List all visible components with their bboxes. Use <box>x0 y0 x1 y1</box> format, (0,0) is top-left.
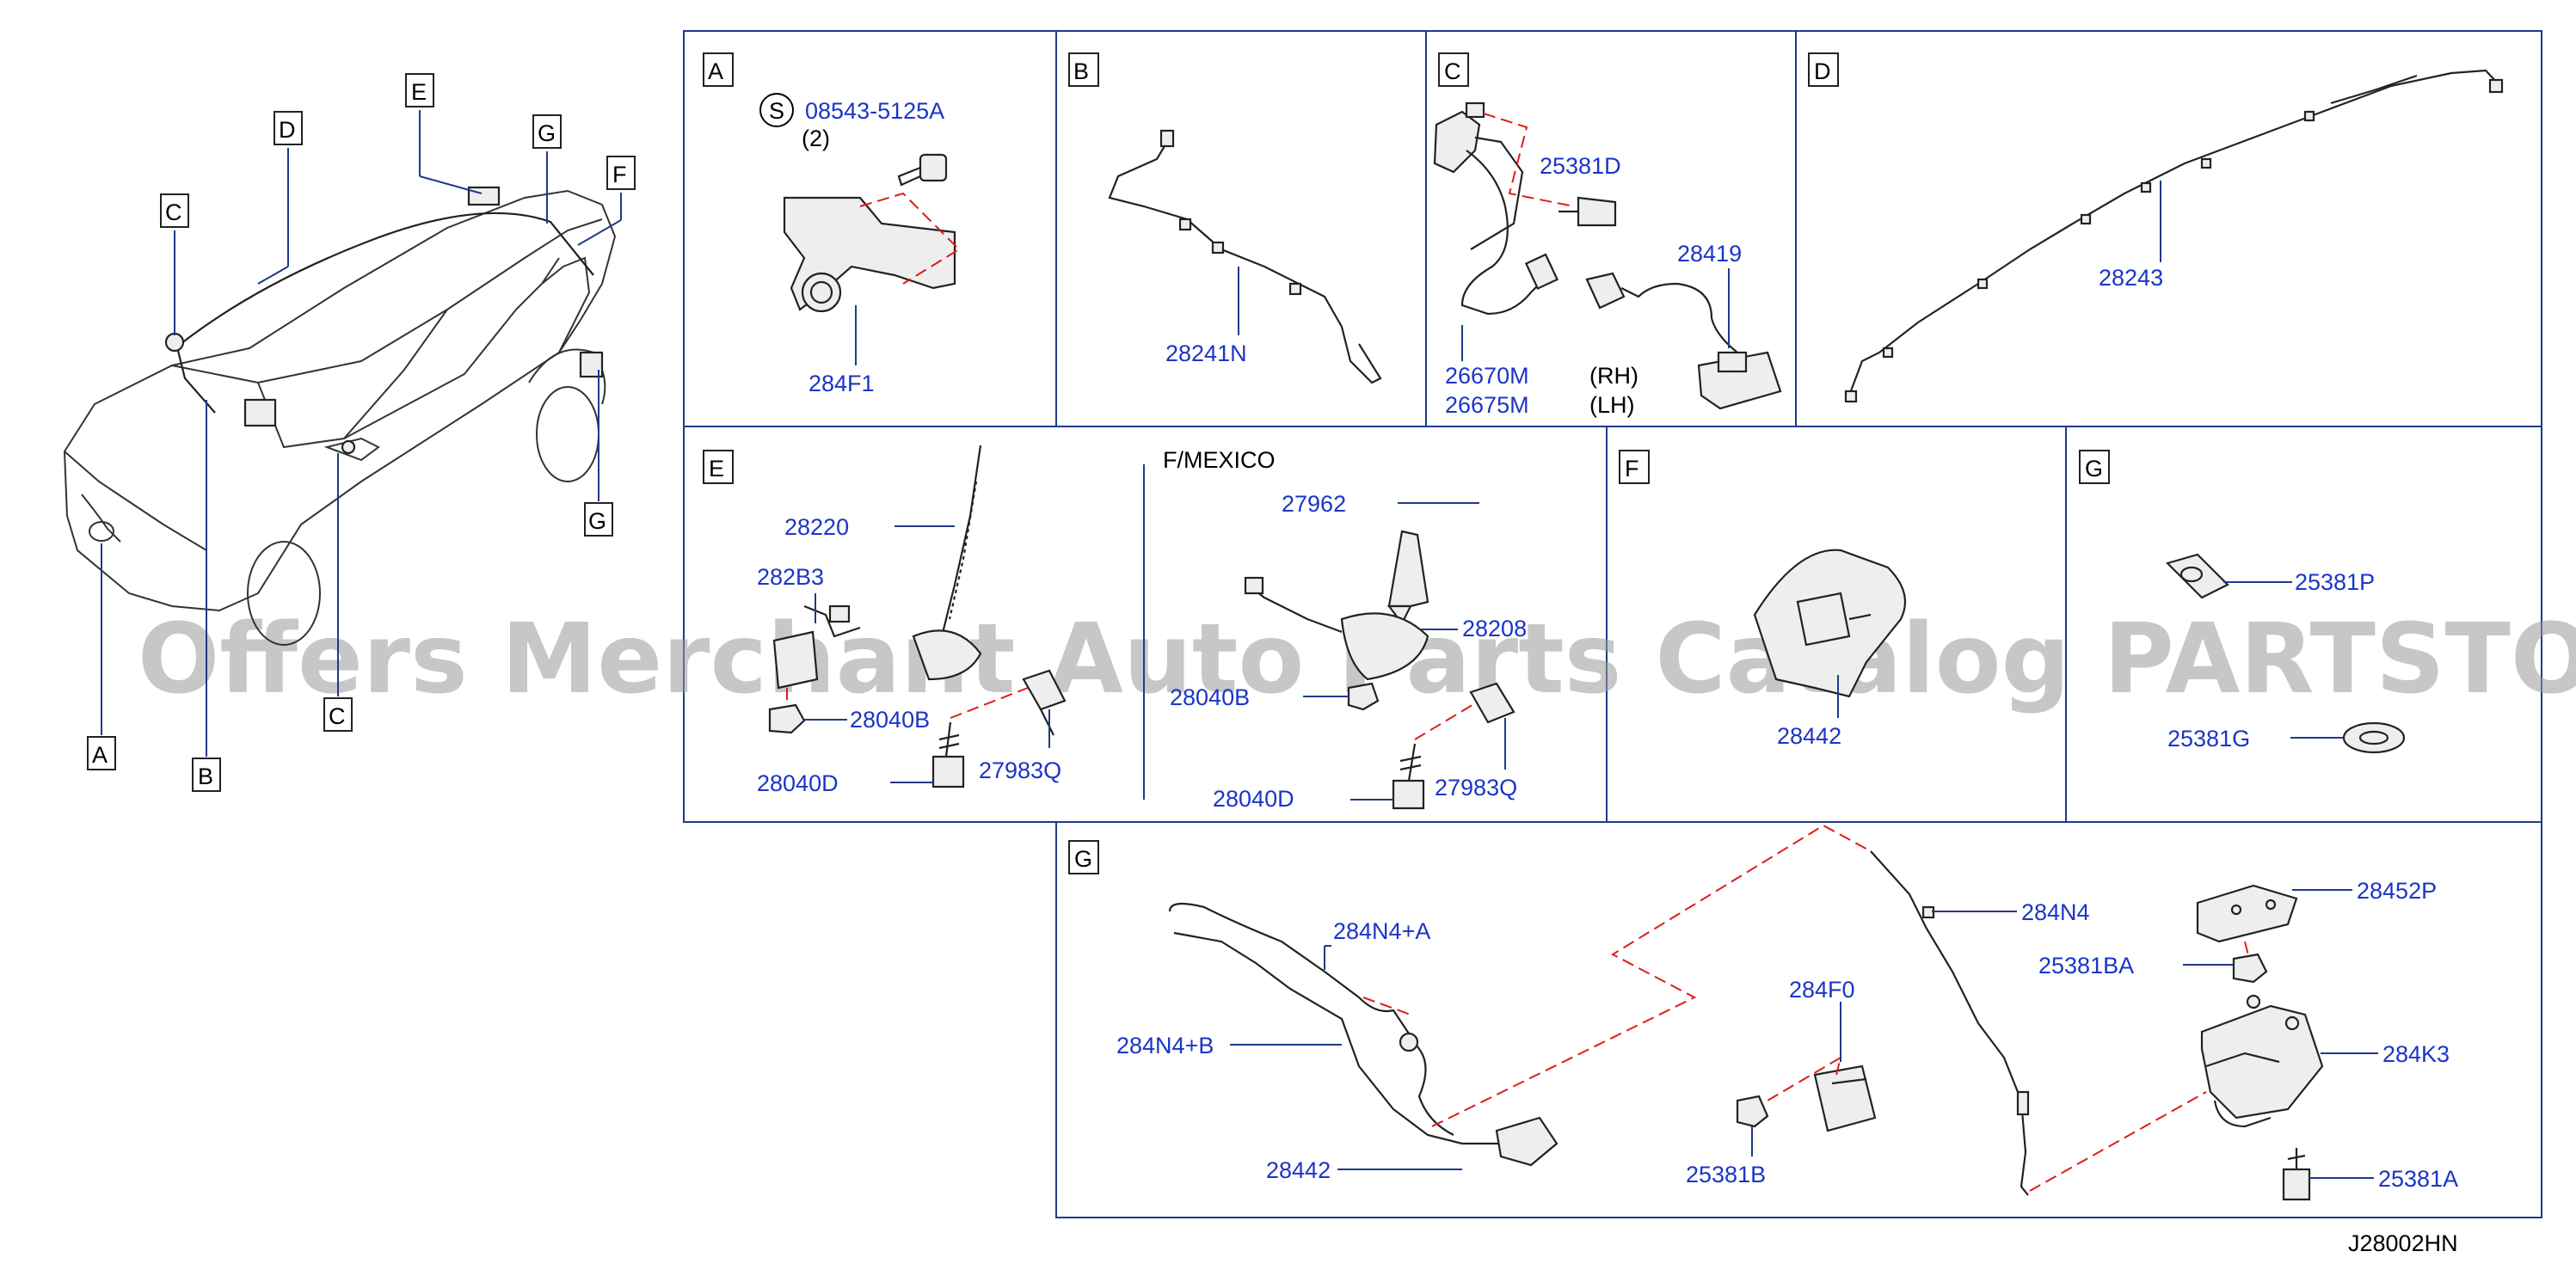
tag-g-top: G <box>538 120 556 146</box>
car-body-outline <box>63 189 617 612</box>
section-g-large-label: G <box>1074 846 1092 872</box>
part-25381BA: 25381BA <box>2038 953 2134 978</box>
part-25381D: 25381D <box>1540 153 1621 179</box>
part-28442-f: 28442 <box>1777 723 1841 749</box>
module-f <box>1753 549 1907 698</box>
part-27983Q-left: 27983Q <box>979 758 1061 783</box>
screw-symbol: S <box>769 98 784 124</box>
tag-c-bottom: C <box>329 703 346 729</box>
harness-d <box>1847 69 2499 396</box>
section-c-label: C <box>1444 58 1461 84</box>
qty-2: (2) <box>802 126 830 151</box>
sub-title-f-mexico: F/MEXICO <box>1163 447 1276 473</box>
tag-f: F <box>612 162 627 187</box>
part-25381G: 25381G <box>2167 726 2250 751</box>
tag-d: D <box>279 117 296 143</box>
tag-g-side: G <box>588 508 606 534</box>
part-284N4-plus-A: 284N4+A <box>1333 918 1430 944</box>
section-d-label: D <box>1814 58 1831 84</box>
part-28419: 28419 <box>1677 241 1742 267</box>
overview-tags: E D G F C G A B C <box>87 73 636 792</box>
section-a-label: A <box>708 58 723 84</box>
part-26670M: 26670M <box>1445 363 1529 389</box>
note-lh: (LH) <box>1589 392 1635 418</box>
part-284N4-plus-B: 284N4+B <box>1116 1033 1214 1058</box>
part-28040D-right: 28040D <box>1213 786 1294 812</box>
tag-e: E <box>411 79 427 105</box>
part-08543-5125A: 08543-5125A <box>805 98 944 124</box>
harness-284N4 <box>1870 850 2029 1196</box>
part-27962: 27962 <box>1282 491 1346 517</box>
section-a: A S 08543-5125A (2) 284F1 <box>703 52 961 396</box>
part-28442-g: 28442 <box>1266 1157 1331 1183</box>
harness-284N4-plus <box>1168 902 1454 1136</box>
part-284F1: 284F1 <box>808 371 875 396</box>
harness-b <box>1108 137 1382 384</box>
part-284F0: 284F0 <box>1789 977 1855 1003</box>
part-27983Q-right: 27983Q <box>1435 775 1517 801</box>
part-284N4: 284N4 <box>2021 899 2090 925</box>
part-28243: 28243 <box>2099 265 2163 291</box>
section-g-small: G 25381P 25381G <box>2079 450 2406 754</box>
part-28452P: 28452P <box>2357 878 2437 904</box>
note-rh: (RH) <box>1589 363 1638 389</box>
section-e-label: E <box>709 456 724 482</box>
part-28040D-left: 28040D <box>757 770 839 796</box>
section-e: E F/MEXICO 28220 282B3 28040B 28040D 279… <box>703 445 1527 812</box>
tag-a: A <box>92 742 108 768</box>
part-28241N: 28241N <box>1165 340 1247 366</box>
rear-wheel <box>536 386 599 482</box>
part-25381A: 25381A <box>2378 1166 2458 1192</box>
part-28040B-right: 28040B <box>1170 684 1250 710</box>
section-b-label: B <box>1073 58 1089 84</box>
section-f-label: F <box>1625 456 1639 482</box>
tag-c-top: C <box>165 199 182 225</box>
part-28208: 28208 <box>1462 616 1527 641</box>
tag-b: B <box>198 764 213 789</box>
diagram-code: J28002HN <box>2348 1230 2458 1256</box>
part-282B3: 282B3 <box>757 564 824 590</box>
section-b: B 28241N <box>1068 52 1382 384</box>
part-284K3: 284K3 <box>2382 1041 2450 1067</box>
part-26675M: 26675M <box>1445 392 1529 418</box>
part-25381P: 25381P <box>2295 569 2375 595</box>
section-d: D 28243 <box>1808 52 2504 403</box>
section-frames <box>683 30 2542 1218</box>
front-wheel <box>247 541 321 646</box>
module-284K3 <box>2200 1004 2324 1120</box>
section-g-small-label: G <box>2085 456 2103 482</box>
section-c: C 25381D 28419 26670M (RH) 26675M (LH) <box>1433 52 1782 418</box>
section-f: F 28442 <box>1619 450 1907 749</box>
bottom-row-frame <box>1055 821 2542 1218</box>
part-28220: 28220 <box>784 514 849 540</box>
section-g-large: G 284N4+A 284N4+B 28442 284N4 284F0 2538… <box>1068 824 2458 1201</box>
part-25381B: 25381B <box>1686 1162 1766 1187</box>
part-28040B-left: 28040B <box>850 707 930 733</box>
vehicle-overview <box>63 186 617 646</box>
